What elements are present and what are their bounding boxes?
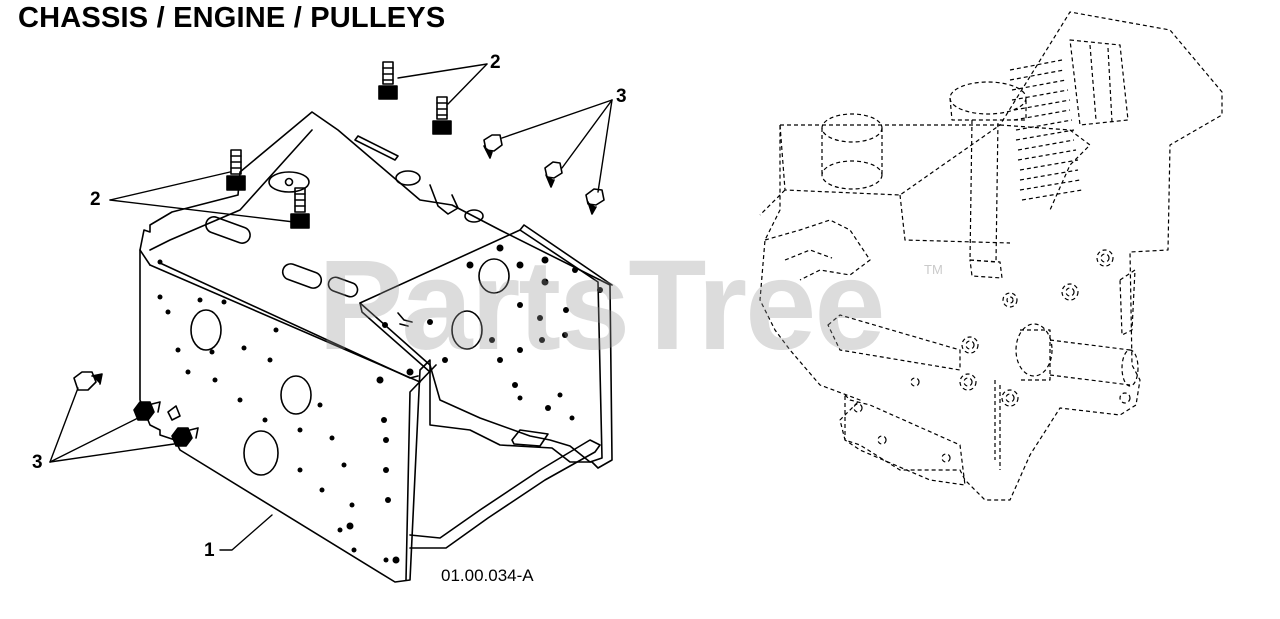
nut-left-1[interactable] [73, 371, 103, 391]
callout-2-top[interactable]: 2 [490, 52, 501, 73]
nut-top-2[interactable] [544, 161, 563, 188]
callout-3-top[interactable]: 3 [616, 86, 627, 107]
nut-left-3[interactable] [171, 427, 199, 447]
chassis-holes [157, 244, 603, 564]
callout-1[interactable]: 1 [204, 540, 215, 561]
leader-lines [49, 63, 613, 551]
parts-tree-watermark: PartsTree [318, 234, 885, 377]
nut-top-3[interactable] [585, 188, 605, 215]
bolt-top-2[interactable] [432, 96, 452, 135]
nut-left-2[interactable] [133, 401, 161, 421]
nut-top-1[interactable] [483, 134, 503, 159]
callout-3-left[interactable]: 3 [32, 452, 43, 473]
engine-outline[interactable] [759, 11, 1223, 501]
figure-number: 01.00.034-A [441, 566, 534, 585]
callout-2-left[interactable]: 2 [90, 189, 101, 210]
diagram-title: CHASSIS / ENGINE / PULLEYS [18, 2, 446, 34]
chassis-frame[interactable] [139, 111, 613, 583]
bolt-top-1[interactable] [378, 61, 398, 100]
trademark-symbol: TM [924, 262, 943, 277]
bolt-chassis-1[interactable] [226, 149, 246, 191]
bolt-chassis-2[interactable] [290, 187, 310, 229]
